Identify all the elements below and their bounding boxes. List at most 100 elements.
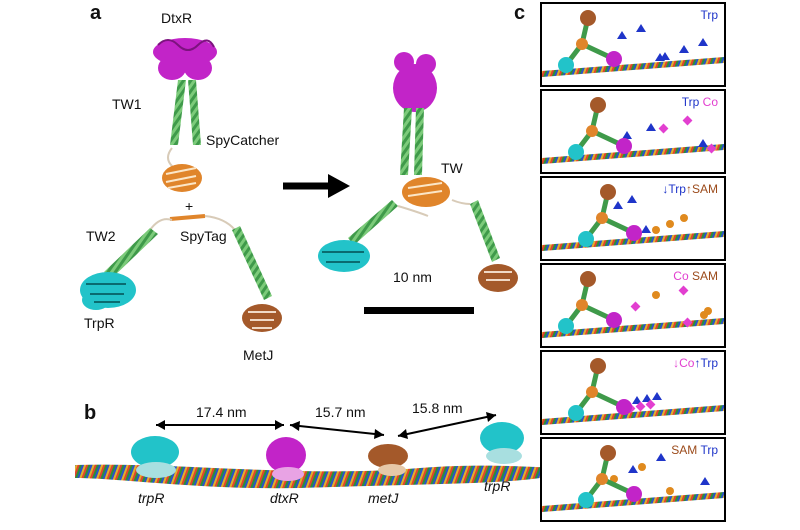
tw2-right-linker-helix bbox=[232, 226, 272, 300]
label-scale-bar: 10 nm bbox=[393, 269, 432, 285]
state-label-part: ↑Trp bbox=[694, 356, 718, 370]
label-tw1: TW1 bbox=[112, 96, 142, 112]
label-tw: TW bbox=[441, 160, 463, 176]
trp-ligand-icon bbox=[698, 139, 708, 147]
construct-spycatcher-hub bbox=[576, 299, 588, 311]
construct-metj bbox=[580, 10, 596, 26]
label-site-metj: metJ bbox=[368, 490, 399, 506]
trp-ligand-icon bbox=[698, 38, 708, 46]
dna-strip bbox=[542, 144, 724, 164]
state-label-5: ↓Co↑Trp bbox=[673, 356, 718, 370]
tw1-linker-helix bbox=[170, 80, 186, 145]
dna-strip bbox=[542, 318, 724, 338]
state-label-2: Trp Co bbox=[682, 95, 718, 109]
dna-dtxr bbox=[266, 437, 306, 481]
trp-ligand-icon bbox=[656, 453, 666, 461]
trp-ligand-icon bbox=[617, 31, 627, 39]
construct-trpr bbox=[558, 318, 574, 334]
state-drawing-4 bbox=[542, 271, 724, 338]
distance-arrow-3 bbox=[397, 412, 497, 439]
tw1-linker-helix-2 bbox=[188, 80, 201, 145]
construct-trpr bbox=[568, 405, 584, 421]
trp-ligand-icon bbox=[636, 24, 646, 32]
distance-arrow-2 bbox=[289, 421, 385, 439]
state-label-part: Trp bbox=[700, 443, 718, 457]
state-label-part: ↓Trp bbox=[662, 182, 686, 196]
dna-duplex bbox=[75, 464, 544, 489]
dna-strip bbox=[542, 405, 724, 425]
label-site-trpr-2: trpR bbox=[484, 478, 511, 494]
assembly-arrowhead bbox=[328, 174, 350, 198]
state-label-1: Trp bbox=[700, 8, 718, 22]
state-drawing-2 bbox=[542, 97, 724, 164]
co-ligand-icon bbox=[630, 301, 641, 312]
label-site-dtxr: dtxR bbox=[270, 490, 299, 506]
tw-linker-loops bbox=[397, 199, 471, 217]
construct-dtxr bbox=[616, 399, 632, 415]
construct-metj bbox=[600, 445, 616, 461]
state-label-part: ↓Co bbox=[673, 356, 695, 370]
label-trpr: TrpR bbox=[84, 315, 115, 331]
distance-arrow-1 bbox=[156, 420, 284, 430]
state-drawing-3 bbox=[542, 184, 724, 251]
sam-ligand-icon bbox=[700, 311, 708, 319]
co-ligand-icon bbox=[635, 401, 646, 412]
spycatcher-structure bbox=[162, 147, 202, 192]
sam-ligand-icon bbox=[666, 220, 674, 228]
spytag-structure bbox=[149, 214, 236, 231]
tw-top-linker-helix bbox=[400, 108, 412, 175]
trp-ligand-icon bbox=[628, 465, 638, 473]
state-drawing-1 bbox=[542, 10, 724, 77]
trp-ligand-icon bbox=[660, 52, 670, 60]
construct-metj bbox=[600, 184, 616, 200]
label-spytag: SpyTag bbox=[180, 228, 227, 244]
sam-ligand-icon bbox=[652, 291, 660, 299]
construct-metj bbox=[590, 97, 606, 113]
state-panel-2: Trp Co bbox=[540, 89, 726, 174]
tw2-left-linker-helix bbox=[104, 228, 158, 278]
construct-spycatcher-hub bbox=[576, 38, 588, 50]
construct-spycatcher-hub bbox=[586, 386, 598, 398]
trp-ligand-icon bbox=[679, 45, 689, 53]
construct-metj bbox=[590, 358, 606, 374]
state-panel-5: ↓Co↑Trp bbox=[540, 350, 726, 435]
dna-trpr-1 bbox=[131, 436, 179, 478]
state-panel-6: SAM Trp bbox=[540, 437, 726, 522]
state-drawing-5 bbox=[542, 358, 724, 425]
metj-structure bbox=[242, 304, 282, 332]
co-ligand-icon bbox=[645, 399, 656, 410]
construct-dtxr bbox=[626, 486, 642, 502]
label-metj: MetJ bbox=[243, 347, 274, 363]
state-label-4: Co SAM bbox=[673, 269, 718, 283]
construct-metj bbox=[580, 271, 596, 287]
state-drawing-6 bbox=[542, 445, 724, 512]
construct-trpr bbox=[568, 144, 584, 160]
construct-dtxr bbox=[626, 225, 642, 241]
label-spycatcher: SpyCatcher bbox=[206, 132, 280, 148]
scale-bar bbox=[364, 307, 474, 314]
tw-metj-structure bbox=[478, 264, 518, 292]
state-label-6: SAM Trp bbox=[671, 443, 718, 457]
trp-ligand-icon bbox=[646, 123, 656, 131]
state-label-3: ↓Trp↑SAM bbox=[662, 182, 718, 196]
sam-ligand-icon bbox=[680, 214, 688, 222]
trp-ligand-icon bbox=[641, 225, 651, 233]
trp-ligand-icon bbox=[627, 195, 637, 203]
tw-right-linker-helix bbox=[470, 200, 500, 262]
label-distance-1: 17.4 nm bbox=[196, 404, 247, 420]
sam-ligand-icon bbox=[666, 487, 674, 495]
co-ligand-icon bbox=[658, 123, 669, 134]
state-label-part: Co bbox=[702, 95, 718, 109]
panel-letter-a: a bbox=[90, 2, 102, 24]
tw-trpr-structure bbox=[318, 240, 370, 272]
construct-trpr bbox=[578, 492, 594, 508]
trp-ligand-icon bbox=[652, 392, 662, 400]
trp-ligand-icon bbox=[700, 477, 710, 485]
sam-ligand-icon bbox=[652, 226, 660, 234]
label-site-trpr-1: trpR bbox=[138, 490, 165, 506]
construct-spycatcher-hub bbox=[596, 473, 608, 485]
dna-trpr-2 bbox=[480, 422, 524, 464]
construct-dtxr bbox=[606, 312, 622, 328]
trpr-structure bbox=[80, 272, 136, 310]
